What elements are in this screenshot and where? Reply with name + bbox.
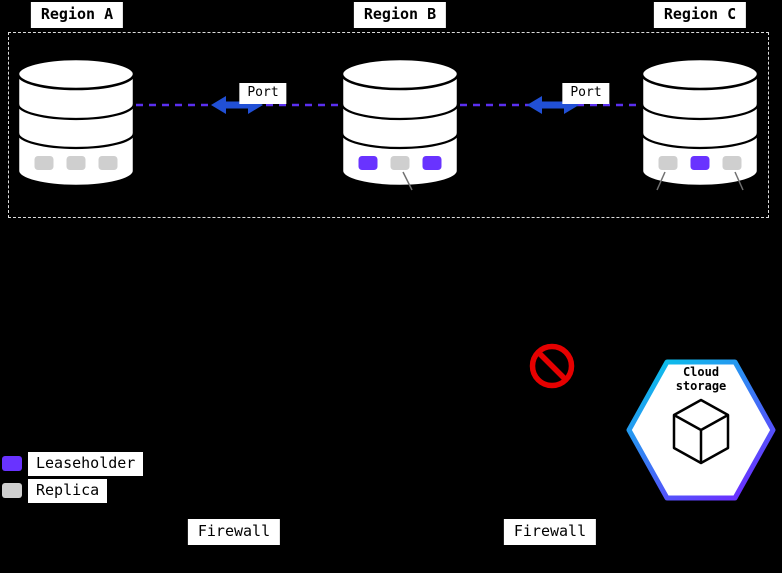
replica-chip [658, 156, 678, 170]
no-entry-icon [529, 343, 575, 389]
no-entry-slash [537, 351, 567, 381]
firewall-label-left: Firewall [187, 519, 281, 545]
legend-swatch-leaseholder [2, 456, 22, 471]
replica-chip [34, 156, 54, 170]
arrow-head-left [527, 96, 542, 114]
regions-boundary [8, 32, 769, 218]
leaseholder-chip [422, 156, 442, 170]
replica-chip [722, 156, 742, 170]
leader-line [734, 171, 744, 191]
replica-chip [98, 156, 118, 170]
cloud-storage-label-line2: storage [675, 379, 727, 393]
legend-label-leaseholder: Leaseholder [28, 452, 144, 476]
legend-label-replica: Replica [28, 479, 108, 503]
cube-icon [672, 398, 730, 465]
database-divider [640, 103, 760, 121]
database-divider [16, 103, 136, 121]
leaseholder-chip [358, 156, 378, 170]
database-icon-region-b [340, 57, 460, 188]
no-entry-circle [529, 343, 575, 389]
legend-swatch-replica [2, 483, 22, 498]
database-top [640, 57, 760, 91]
database-icon-region-a [16, 57, 136, 188]
replica-chip [66, 156, 86, 170]
database-divider [16, 132, 136, 150]
region-b-label: Region B [353, 2, 447, 28]
cloud-storage-label-line1: Cloud [682, 365, 720, 379]
leaseholder-chip [690, 156, 710, 170]
replica-chip [390, 156, 410, 170]
database-divider [340, 103, 460, 121]
port-label-2: Port [562, 83, 610, 104]
database-divider [340, 132, 460, 150]
database-icon-region-c [640, 57, 760, 188]
cloud-storage-hexagon [626, 359, 776, 501]
leader-line [402, 171, 413, 191]
region-a-label: Region A [30, 2, 124, 28]
arrow-head-left [211, 96, 226, 114]
cube-inner-edges [673, 413, 729, 463]
region-c-label: Region C [653, 2, 747, 28]
port-label-1: Port [239, 83, 287, 104]
leader-line [656, 171, 666, 191]
database-top [340, 57, 460, 91]
firewall-label-right: Firewall [503, 519, 597, 545]
database-top [16, 57, 136, 91]
database-divider [640, 132, 760, 150]
